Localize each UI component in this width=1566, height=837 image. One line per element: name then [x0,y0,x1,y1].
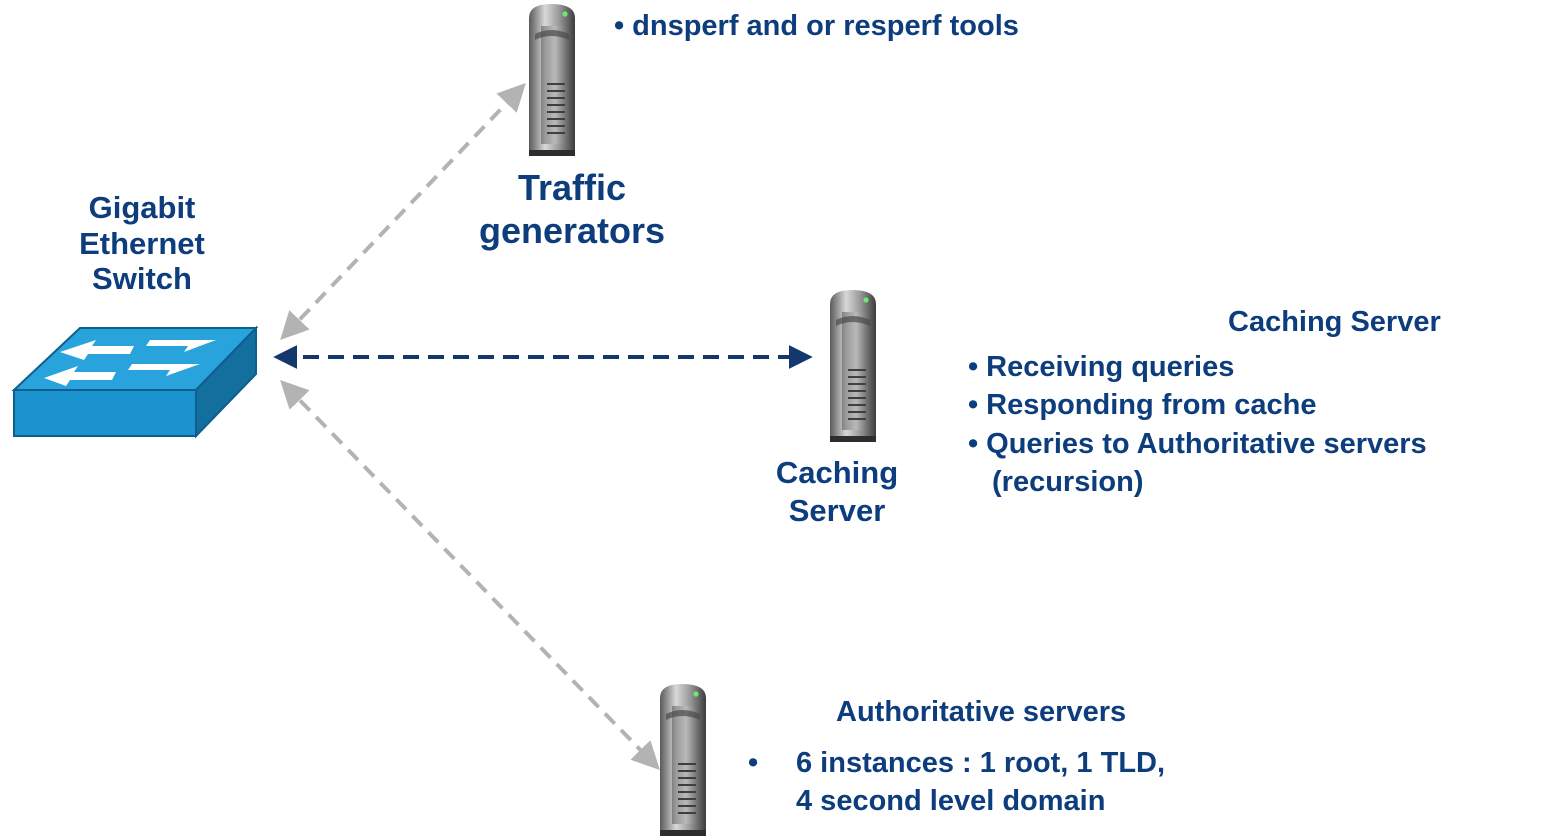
switch-label-line: Gigabit [88,190,196,225]
switch-label-line: Switch [92,261,192,297]
traffic-generators-bullet-text: dnsperf and or resperf tools [632,10,1019,42]
switch-label-line: Ethernet [79,225,205,261]
traffic-generator-server-icon [528,3,576,157]
caching-server-bullet-text: Queries to Authoritative servers [986,427,1427,460]
caching-server-heading: Caching Server [1228,306,1441,338]
caching-server-bullet: • Queries to Authoritative servers [968,425,1427,463]
bullet-glyph: • [614,10,625,42]
caching-server-bullet-list: • Receiving queries • Responding from ca… [968,348,1427,501]
switch-label: Gigabit Ethernet Switch [52,190,232,297]
authoritative-server-icon [659,683,707,837]
traffic-generators-label-line: Traffic [517,167,627,208]
traffic-generators-label: Traffic generators [452,166,692,252]
caching-server-bullet: • Receiving queries [968,348,1427,386]
caching-server-label: Caching Server [742,454,932,530]
authoritative-servers-bullet-text: 6 instances : 1 root, 1 TLD, [796,747,1166,779]
authoritative-servers-bullet: • 6 instances : 1 root, 1 TLD, 4 second … [748,744,1165,821]
traffic-generators-bullet: • dnsperf and or resperf tools [614,10,1019,43]
link-to-traffic-generators [280,82,526,341]
caching-server-bullet-text: Responding from cache [986,389,1317,422]
authoritative-servers-heading: Authoritative servers [836,696,1127,728]
caching-server-bullet-text: Receiving queries [986,351,1235,383]
caching-server-label-line: Caching [775,455,899,490]
authoritative-servers-bullet-continuation: 4 second level domain [796,785,1106,818]
caching-server-bullet: • Responding from cache [968,386,1427,424]
bullet-glyph: • [968,351,979,383]
traffic-generators-label-line: generators [478,210,666,252]
link-to-authoritative-servers [280,379,660,771]
caching-server-icon [829,289,877,443]
bullet-glyph: • [968,389,979,422]
bullet-glyph: • [968,427,979,460]
caching-server-bullet-continuation: (recursion) [992,465,1144,498]
caching-server-label-line: Server [788,492,886,528]
switch-icon [11,325,259,439]
bullet-glyph: • [748,747,759,779]
